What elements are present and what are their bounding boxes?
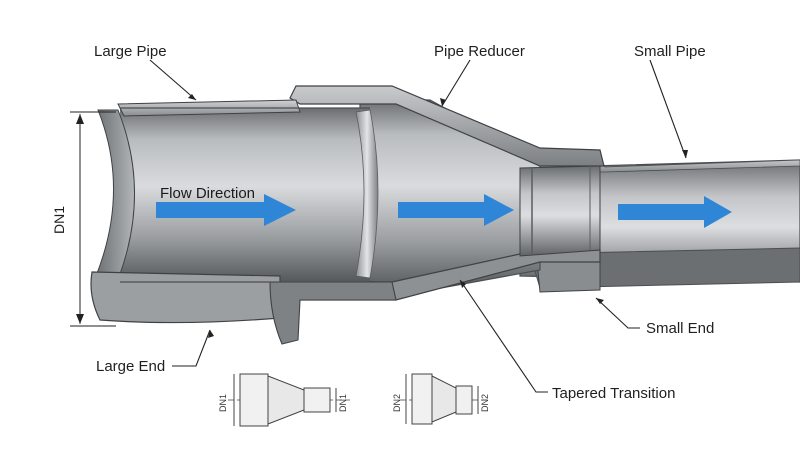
large-pipe-label: Large Pipe [94, 43, 167, 60]
weld-seam [355, 109, 379, 279]
leader-small-end [595, 297, 640, 329]
schematic2-left-label: DN2 [392, 394, 402, 412]
leader-small-pipe [649, 59, 687, 159]
large-end-sleeve [90, 271, 281, 324]
leader-pipe-reducer [441, 59, 471, 107]
leader-tapered-transition [459, 279, 548, 393]
schematic2-right-label: DN2 [480, 394, 490, 412]
pipe-reducer-label: Pipe Reducer [434, 43, 525, 60]
small-end-label: Small End [646, 320, 714, 337]
large-pipe-body [120, 108, 370, 282]
tapered-transition-label: Tapered Transition [552, 385, 675, 402]
leader-large-end [172, 329, 211, 367]
reducer-small-collar [519, 165, 601, 257]
schematic1-left-label: DN1 [218, 394, 228, 412]
flow-arrow-1 [156, 194, 296, 226]
small-pipe-label: Small Pipe [634, 43, 706, 60]
schematic1-right-label: DN1 [338, 394, 348, 412]
flow-arrow-3 [618, 196, 732, 228]
large-end-label: Large End [96, 358, 165, 375]
reducer-top-flange [289, 85, 605, 167]
schematic-concentric [228, 373, 350, 427]
dn1-label: DN1 [51, 206, 67, 234]
flow-direction-label: Flow Direction [160, 185, 255, 202]
dn1-dimension [70, 111, 116, 327]
flow-arrow-2 [398, 194, 514, 226]
schematic-eccentric [400, 373, 490, 425]
leader-large-pipe [149, 59, 197, 101]
large-end-lip [269, 281, 397, 345]
